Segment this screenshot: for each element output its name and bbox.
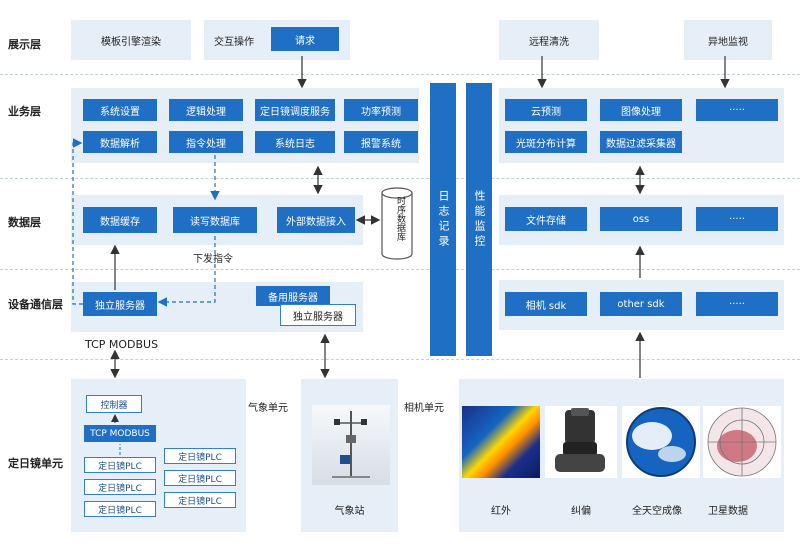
external-access-box: 外部数据接入 <box>277 207 355 233</box>
timeseries-db-icon <box>381 187 413 260</box>
plc-right-3: 定日镜PLC <box>164 492 236 508</box>
alarm-system-box: 报警系统 <box>344 131 418 153</box>
image-processing-box: 图像处理 <box>600 99 682 121</box>
satellite-label: 卫星数据 <box>708 506 748 517</box>
standalone-server2-box: 独立服务器 <box>280 304 356 326</box>
oss-box: oss <box>600 207 682 231</box>
system-log-box: 系统日志 <box>255 131 335 153</box>
data-cache-box: 数据缓存 <box>83 207 157 233</box>
layer-separator <box>0 178 800 179</box>
layer-label-data: 数据层 <box>8 216 41 229</box>
backup-server-box: 备用服务器 <box>256 286 330 306</box>
other-sdk-box: other sdk <box>600 292 682 316</box>
controller-box: 控制器 <box>86 395 142 413</box>
device-more-box: ····· <box>696 292 778 316</box>
layer-separator <box>0 269 800 270</box>
tcp-modbus-label: TCP MODBUS <box>85 338 159 351</box>
correction-camera-image <box>545 406 617 478</box>
timeseries-db-label: 时序数据库 <box>395 196 405 241</box>
layer-label-heliostat: 定日镜单元 <box>8 457 63 470</box>
command-processing-box: 指令处理 <box>169 131 243 153</box>
plc-right-2: 定日镜PLC <box>164 470 236 486</box>
display-band <box>71 20 191 60</box>
weather-station-image <box>312 405 390 485</box>
weather-unit-label: 气象单元 <box>248 403 288 414</box>
system-settings-box: 系统设置 <box>83 99 157 121</box>
camera-unit-label: 相机单元 <box>404 403 444 414</box>
layer-label-device: 设备通信层 <box>8 298 63 311</box>
all-sky-image <box>622 406 700 478</box>
request-box: 请求 <box>271 27 339 51</box>
remote-clean-panel <box>499 20 599 60</box>
tcp-modbus-box: TCP MODBUS <box>84 425 156 442</box>
layer-label-business: 业务层 <box>8 105 41 118</box>
standalone-server-box: 独立服务器 <box>83 292 157 316</box>
remote-monitor-panel <box>684 20 772 60</box>
performance-monitor-bar: 性能监控 <box>466 83 492 356</box>
weather-station-label: 气象站 <box>334 506 365 517</box>
layer-separator <box>0 74 800 75</box>
rw-database-box: 读写数据库 <box>173 207 257 233</box>
infrared-image <box>462 406 540 478</box>
layer-separator <box>0 359 800 360</box>
log-record-bar: 日志记录 <box>430 83 456 356</box>
infrared-label: 红外 <box>491 506 511 517</box>
plc-left-1: 定日镜PLC <box>84 457 156 473</box>
camera-sdk-box: 相机 sdk <box>505 292 587 316</box>
plc-left-2: 定日镜PLC <box>84 479 156 495</box>
data-filter-collector-box: 数据过滤采集器 <box>600 131 682 153</box>
business-more-box: ····· <box>696 99 778 121</box>
interaction-label: 交互操作 <box>214 37 254 48</box>
satellite-image <box>703 406 781 478</box>
remote-clean-label: 远程清洗 <box>529 37 569 48</box>
spot-distribution-box: 光斑分布计算 <box>505 131 587 153</box>
issue-command-label: 下发指令 <box>193 254 233 265</box>
correction-label: 纠偏 <box>571 506 591 517</box>
heliostat-dispatch-box: 定日镜调度服务 <box>255 99 335 121</box>
data-more-box: ····· <box>696 207 778 231</box>
cloud-forecast-box: 云预测 <box>505 99 587 121</box>
power-forecast-box: 功率预测 <box>344 99 418 121</box>
remote-monitor-label: 异地监视 <box>708 37 748 48</box>
data-parsing-box: 数据解析 <box>83 131 157 153</box>
layer-label-display: 展示层 <box>8 38 41 51</box>
file-storage-box: 文件存储 <box>505 207 587 231</box>
template-render-label: 模板引擎渲染 <box>101 37 161 48</box>
logic-processing-box: 逻辑处理 <box>169 99 243 121</box>
plc-right-1: 定日镜PLC <box>164 448 236 464</box>
all-sky-label: 全天空成像 <box>632 506 682 517</box>
plc-left-3: 定日镜PLC <box>84 501 156 517</box>
